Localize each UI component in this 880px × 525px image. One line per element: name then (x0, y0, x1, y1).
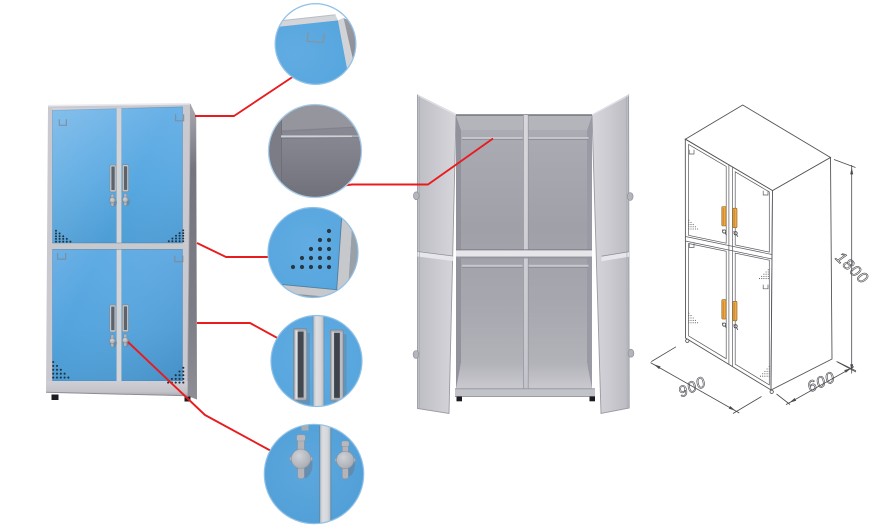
svg-text:600: 600 (805, 369, 838, 396)
svg-text:900: 900 (676, 374, 709, 402)
